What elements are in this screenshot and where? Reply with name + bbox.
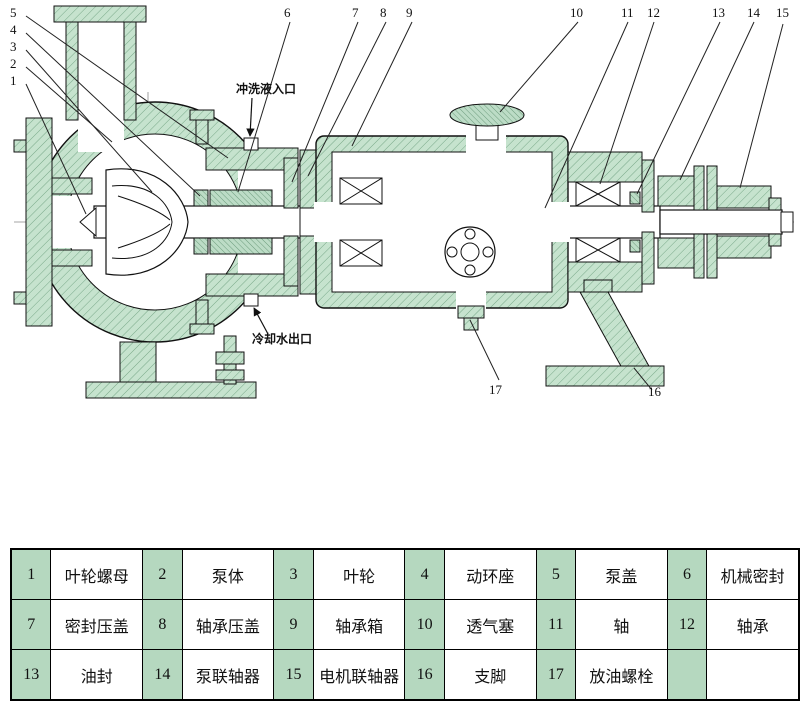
- part-name-cell: 轴承: [706, 599, 800, 650]
- part-number-cell: 3: [273, 548, 314, 600]
- callout-2: 2: [10, 56, 17, 71]
- part-number-cell: 8: [142, 599, 183, 650]
- bearing-gland: [299, 149, 317, 295]
- pump-coupling: [657, 165, 705, 279]
- callout-9: 9: [406, 5, 413, 20]
- part-name-cell: 动环座: [443, 548, 537, 600]
- part-number-cell: 12: [666, 599, 708, 650]
- part-number-cell: 7: [10, 599, 52, 650]
- bearing-housing: [314, 134, 570, 310]
- breather-plug: [449, 103, 525, 141]
- callout-15: 15: [776, 5, 789, 20]
- part-name-cell: 油封: [50, 649, 144, 701]
- part-number-cell: 16: [404, 649, 445, 701]
- part-name-cell: 支脚: [443, 649, 537, 701]
- callout-13: 13: [712, 5, 725, 20]
- part-number-cell: 1: [10, 548, 52, 600]
- callout-7: 7: [352, 5, 359, 20]
- callout-8: 8: [380, 5, 387, 20]
- part-number-cell: 15: [273, 649, 314, 701]
- parts-table-row: 7 密封压盖 8 轴承压盖 9 轴承箱 10 透气塞 11 轴 12 轴承: [10, 599, 800, 650]
- part-name-cell: 叶轮螺母: [50, 548, 144, 600]
- callout-3: 3: [10, 39, 17, 54]
- impeller: [105, 168, 189, 276]
- part-name-cell: 放油螺栓: [575, 649, 668, 701]
- part-number-cell: 14: [142, 649, 183, 701]
- part-number-cell: 11: [535, 599, 577, 650]
- part-name-cell: 透气塞: [443, 599, 537, 650]
- flush-inlet-label: 冲洗液入口: [236, 82, 297, 96]
- part-name-cell: [706, 649, 800, 701]
- callout-5: 5: [10, 5, 17, 20]
- part-name-cell: 泵联轴器: [181, 649, 275, 701]
- parts-table-row: 13 油封 14 泵联轴器 15 电机联轴器 16 支脚 17 放油螺栓: [10, 649, 800, 701]
- callout-4: 4: [10, 22, 17, 37]
- support-foot: [545, 279, 665, 387]
- part-number-cell: 6: [666, 548, 708, 600]
- left-bearing: [339, 177, 383, 267]
- callout-6: 6: [284, 5, 291, 20]
- motor-coupling: [706, 165, 794, 279]
- part-name-cell: 泵体: [181, 548, 275, 600]
- callout-1: 1: [10, 73, 17, 88]
- part-number-cell: [666, 649, 708, 701]
- part-number-cell: 4: [404, 548, 445, 600]
- part-number-cell: 9: [273, 599, 314, 650]
- part-number-cell: 5: [535, 548, 577, 600]
- cooling-outlet-label: 冷却水出口: [252, 332, 313, 346]
- part-name-cell: 叶轮: [312, 548, 406, 600]
- mechanical-seal: [209, 189, 273, 255]
- seal-gland: [283, 157, 299, 287]
- leader-lines: [25, 15, 784, 391]
- callout-14: 14: [747, 5, 760, 20]
- part-number-cell: 10: [404, 599, 445, 650]
- oil-slinger: [444, 226, 496, 278]
- part-name-cell: 轴承箱: [312, 599, 406, 650]
- right-bearing-assembly: [567, 151, 655, 293]
- part-name-cell: 轴: [575, 599, 668, 650]
- pump-foot: [85, 335, 257, 399]
- part-number-cell: 13: [10, 649, 52, 701]
- part-name-cell: 密封压盖: [50, 599, 144, 650]
- callout-11: 11: [621, 5, 634, 20]
- callout-10: 10: [570, 5, 583, 20]
- part-name-cell: 轴承压盖: [181, 599, 275, 650]
- callout-17: 17: [489, 382, 502, 397]
- suction-flange: [13, 117, 53, 327]
- port-arrows: [246, 97, 269, 335]
- parts-table-row: 1 叶轮螺母 2 泵体 3 叶轮 4 动环座 5 泵盖 6 机械密封: [10, 548, 800, 600]
- part-name-cell: 电机联轴器: [312, 649, 406, 701]
- pump-drawing: [13, 5, 794, 399]
- impeller-nut: [79, 206, 97, 238]
- callout-12: 12: [647, 5, 660, 20]
- part-name-cell: 泵盖: [575, 548, 668, 600]
- callout-16: 16: [648, 384, 661, 399]
- parts-table: 1 叶轮螺母 2 泵体 3 叶轮 4 动环座 5 泵盖 6 机械密封 7 密封压…: [10, 548, 800, 701]
- oil-drain-bolt: [457, 305, 485, 331]
- part-number-cell: 2: [142, 548, 183, 600]
- oil-seal: [629, 191, 641, 253]
- part-number-cell: 17: [535, 649, 577, 701]
- part-name-cell: 机械密封: [706, 548, 800, 600]
- pump-cross-section-diagram: 5 4 3 2 1 6 7 8 9 10 11 12 13 14 15 17 1…: [10, 5, 794, 399]
